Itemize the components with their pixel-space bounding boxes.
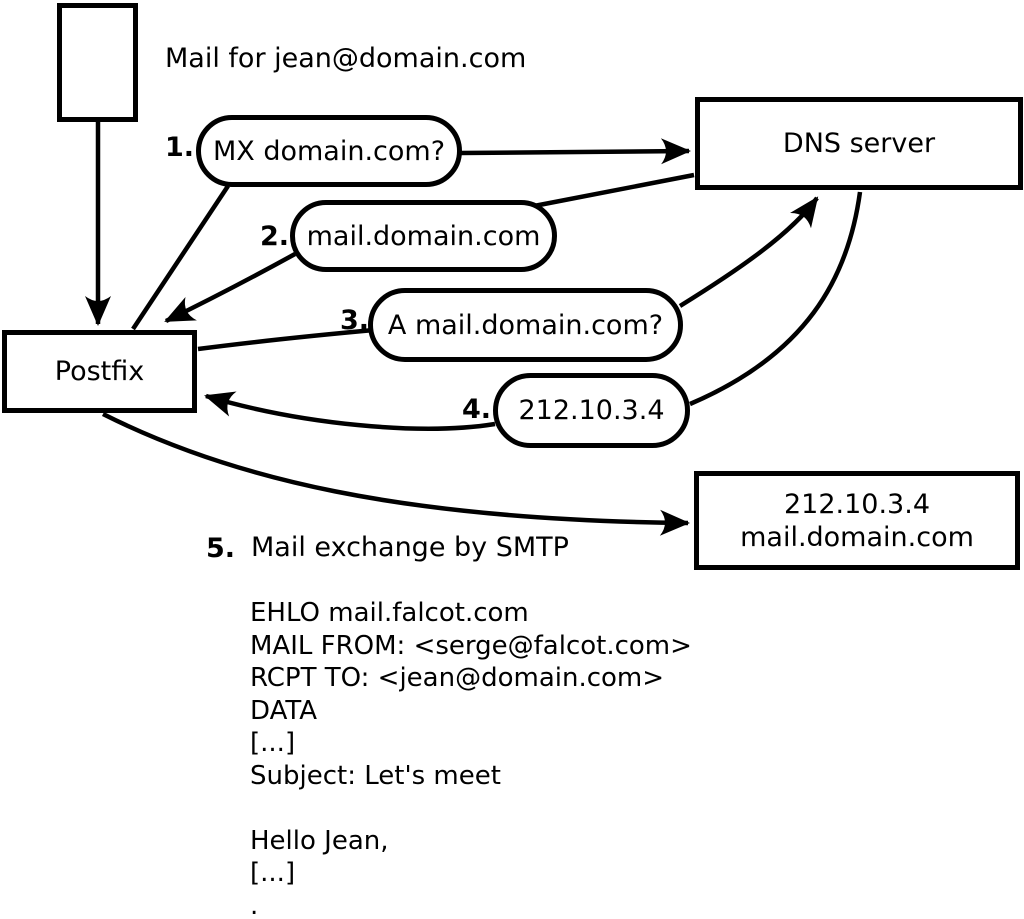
postfix-label: Postfix [54,356,145,387]
smtp-line: RCPT TO: <jean@domain.com> [250,663,665,693]
arrow-answer4-to-postfix [204,391,496,431]
mail-server-hostname: mail.domain.com [740,521,974,553]
smtp-line: MAIL FROM: <serge@falcot.com> [250,630,692,661]
smtp-line: Subject: Let's meet [250,760,501,791]
step-1-number: 1. [165,132,195,163]
arrow-answer2-to-postfix [164,252,297,324]
mail-envelope-icon [57,3,138,122]
step-3-label: A mail.domain.com? [387,309,664,341]
step-1-query-mx: MX domain.com? [196,115,462,187]
mail-server-ip: 212.10.3.4 [784,488,930,520]
arrow-query3-to-dns [678,196,819,308]
postfix-node: Postfix [2,330,197,413]
smtp-line: . [250,890,259,919]
step-2-answer-mx: mail.domain.com [290,200,557,272]
step-4-answer-a: 212.10.3.4 [493,373,690,448]
step-4-label: 212.10.3.4 [518,395,665,426]
line-postfix-to-query1 [131,184,230,331]
step-3-query-a: A mail.domain.com? [368,288,683,362]
smtp-line: Hello Jean, [250,825,389,856]
step-5-label: Mail exchange by SMTP [251,532,569,563]
step-2-number: 2. [260,221,290,252]
line-dns-to-answer2 [533,172,695,209]
smtp-session-transcript: EHLO mail.falcot.com MAIL FROM: <serge@f… [250,598,692,919]
arrow-postfix-to-mailserver [101,411,690,536]
step-2-label: mail.domain.com [306,220,541,252]
step-1-label: MX domain.com? [212,135,446,167]
smtp-line: [...] [250,728,296,758]
smtp-line: [...] [250,858,296,888]
smtp-line: EHLO mail.falcot.com [250,598,529,628]
dns-server-node: DNS server [695,97,1023,190]
step-5-number: 5. [206,533,236,564]
mail-server-node: 212.10.3.4 mail.domain.com [694,471,1020,570]
arrow-query1-to-dns [459,138,691,165]
dns-server-label: DNS server [782,128,936,159]
diagram-title: Mail for jean@domain.com [165,43,527,74]
line-postfix-to-query3 [197,327,375,352]
step-4-number: 4. [462,394,492,425]
smtp-line: DATA [250,695,317,726]
step-3-number: 3. [340,305,370,336]
smtp-line-blank [250,793,692,826]
line-dns-to-answer4 [689,191,863,407]
